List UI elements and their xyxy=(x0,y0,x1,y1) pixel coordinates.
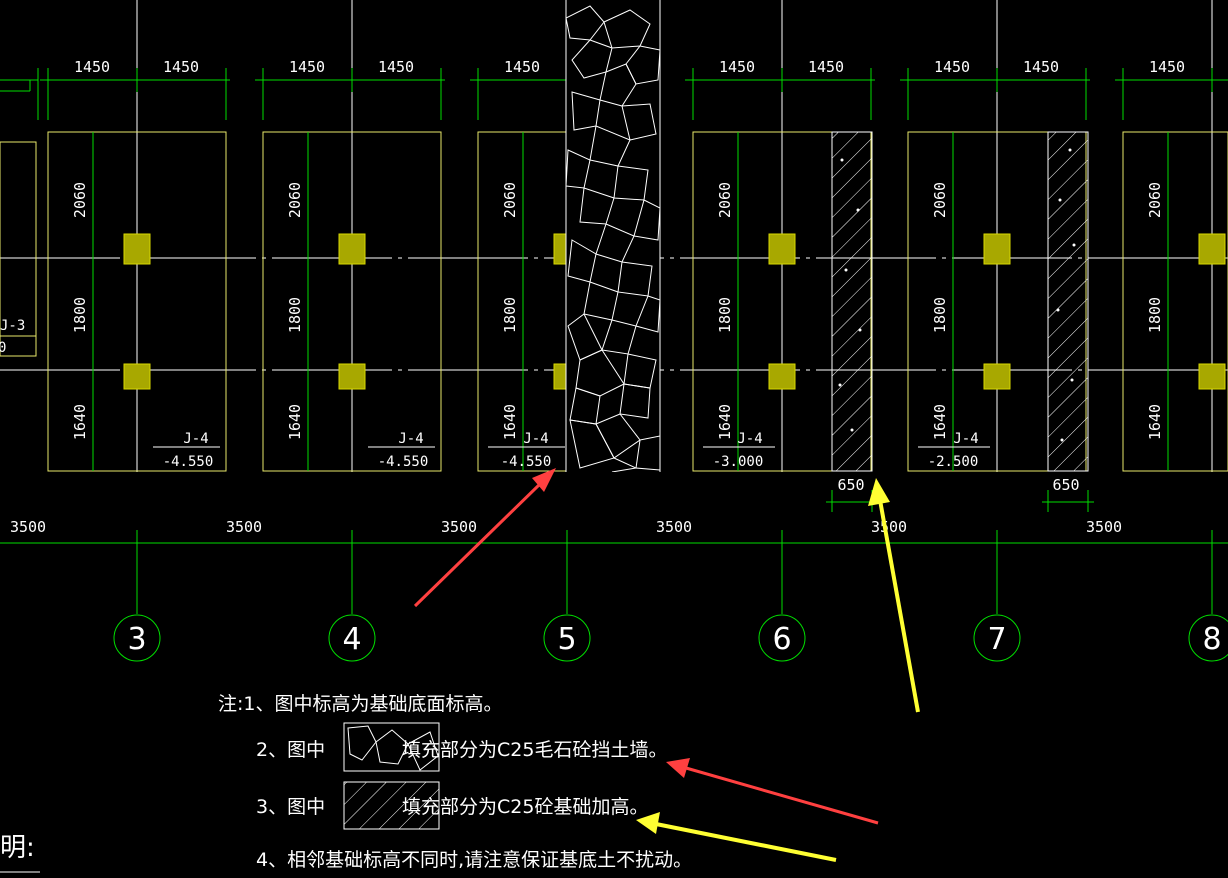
footing-6-elev: -3.000 xyxy=(713,454,764,470)
vertical-dimension-lines xyxy=(92,132,1169,471)
axis-label-6: 6 xyxy=(772,622,791,657)
vdim-5-c: 1640 xyxy=(501,404,519,440)
raise-width-dims: 650 650 xyxy=(826,476,1094,512)
dim-4-left: 1450 xyxy=(289,58,325,76)
dim-3-right: 1450 xyxy=(163,58,199,76)
vdim-8-b: 1800 xyxy=(1146,297,1164,333)
note-2-suffix: 填充部分为C25毛石砼挡土墙。 xyxy=(402,739,667,761)
footing-3-elev: -4.550 xyxy=(163,454,214,470)
rubble-retaining-wall xyxy=(565,0,661,472)
vdim-8-c: 1640 xyxy=(1146,404,1164,440)
span-dim-1: 3500 xyxy=(226,518,262,536)
dim-6-right: 1450 xyxy=(808,58,844,76)
top-dimension-text: 1450 1450 1450 1450 1450 1450 1450 1450 … xyxy=(74,58,1185,76)
footing-7-label: J-4 xyxy=(953,431,978,447)
dim-4-right: 1450 xyxy=(378,58,414,76)
raise-width-6: 650 xyxy=(837,476,864,494)
footing-4-label: J-4 xyxy=(398,431,423,447)
note-3-prefix: 3、图中 xyxy=(256,796,325,818)
vdim-3-a: 2060 xyxy=(71,182,89,218)
span-dim-5: 3500 xyxy=(1086,518,1122,536)
vdim-8-a: 2060 xyxy=(1146,182,1164,218)
vdim-6-b: 1800 xyxy=(716,297,734,333)
vdim-5-b: 1800 xyxy=(501,297,519,333)
dim-7-left: 1450 xyxy=(934,58,970,76)
footing-partial-label: J-3 xyxy=(0,318,25,334)
notes: 注:1、图中标高为基础底面标高。 2、图中 填充部分为C25毛石砼挡土墙。 3、… xyxy=(0,693,692,873)
span-dimension-line: 3500 3500 3500 3500 3500 3500 xyxy=(0,518,1228,614)
vdim-4-a: 2060 xyxy=(286,182,304,218)
vdim-6-c: 1640 xyxy=(716,404,734,440)
axis-label-7: 7 xyxy=(987,622,1006,657)
dim-7-right: 1450 xyxy=(1023,58,1059,76)
concrete-raise-strips xyxy=(831,131,1089,472)
span-dim-2: 3500 xyxy=(441,518,477,536)
axis-bubbles: 3 4 5 6 7 8 xyxy=(113,614,1228,662)
span-dim-3: 3500 xyxy=(656,518,692,536)
footing-6-label: J-4 xyxy=(737,431,762,447)
footing-partial-elev: 0 xyxy=(0,340,6,356)
note-3-suffix: 填充部分为C25砼基础加高。 xyxy=(402,796,648,818)
vdim-3-c: 1640 xyxy=(71,404,89,440)
vdim-7-c: 1640 xyxy=(931,404,949,440)
annotation-arrows xyxy=(413,468,920,862)
span-dim-0: 3500 xyxy=(10,518,46,536)
footing-7-elev: -2.500 xyxy=(928,454,979,470)
notes-left-fragment: 明: xyxy=(0,833,35,863)
top-dimension-lines xyxy=(0,68,1228,120)
footing-4-elev: -4.550 xyxy=(378,454,429,470)
axis-label-4: 4 xyxy=(342,622,361,657)
note-1: 注:1、图中标高为基础底面标高。 xyxy=(218,693,503,715)
axis-label-8: 8 xyxy=(1202,622,1221,657)
vdim-7-a: 2060 xyxy=(931,182,949,218)
vdim-4-b: 1800 xyxy=(286,297,304,333)
note-4: 4、相邻基础标高不同时,请注意保证基底土不扰动。 xyxy=(256,849,692,871)
dim-3-left: 1450 xyxy=(74,58,110,76)
vertical-dimension-text: 2060 1800 1640 2060 1800 1640 2060 1800 … xyxy=(71,182,1164,440)
vdim-7-b: 1800 xyxy=(931,297,949,333)
legend-concrete-swatch xyxy=(343,781,440,830)
dim-6-left: 1450 xyxy=(719,58,755,76)
vdim-4-c: 1640 xyxy=(286,404,304,440)
axis-label-3: 3 xyxy=(127,622,146,657)
note-2-prefix: 2、图中 xyxy=(256,739,325,761)
raise-width-7: 650 xyxy=(1052,476,1079,494)
vdim-6-a: 2060 xyxy=(716,182,734,218)
dim-5-left: 1450 xyxy=(504,58,540,76)
footing-5-label: J-4 xyxy=(523,431,548,447)
dim-8-left: 1450 xyxy=(1149,58,1185,76)
vdim-3-b: 1800 xyxy=(71,297,89,333)
axis-label-5: 5 xyxy=(557,622,576,657)
footing-5-elev: -4.550 xyxy=(501,454,552,470)
footing-3-label: J-4 xyxy=(183,431,208,447)
vdim-5-a: 2060 xyxy=(501,182,519,218)
footing-labels: J-4 -4.550 J-4 -4.550 J-4 -4.550 J-4 -3.… xyxy=(0,318,990,470)
span-dim-4: 3500 xyxy=(871,518,907,536)
